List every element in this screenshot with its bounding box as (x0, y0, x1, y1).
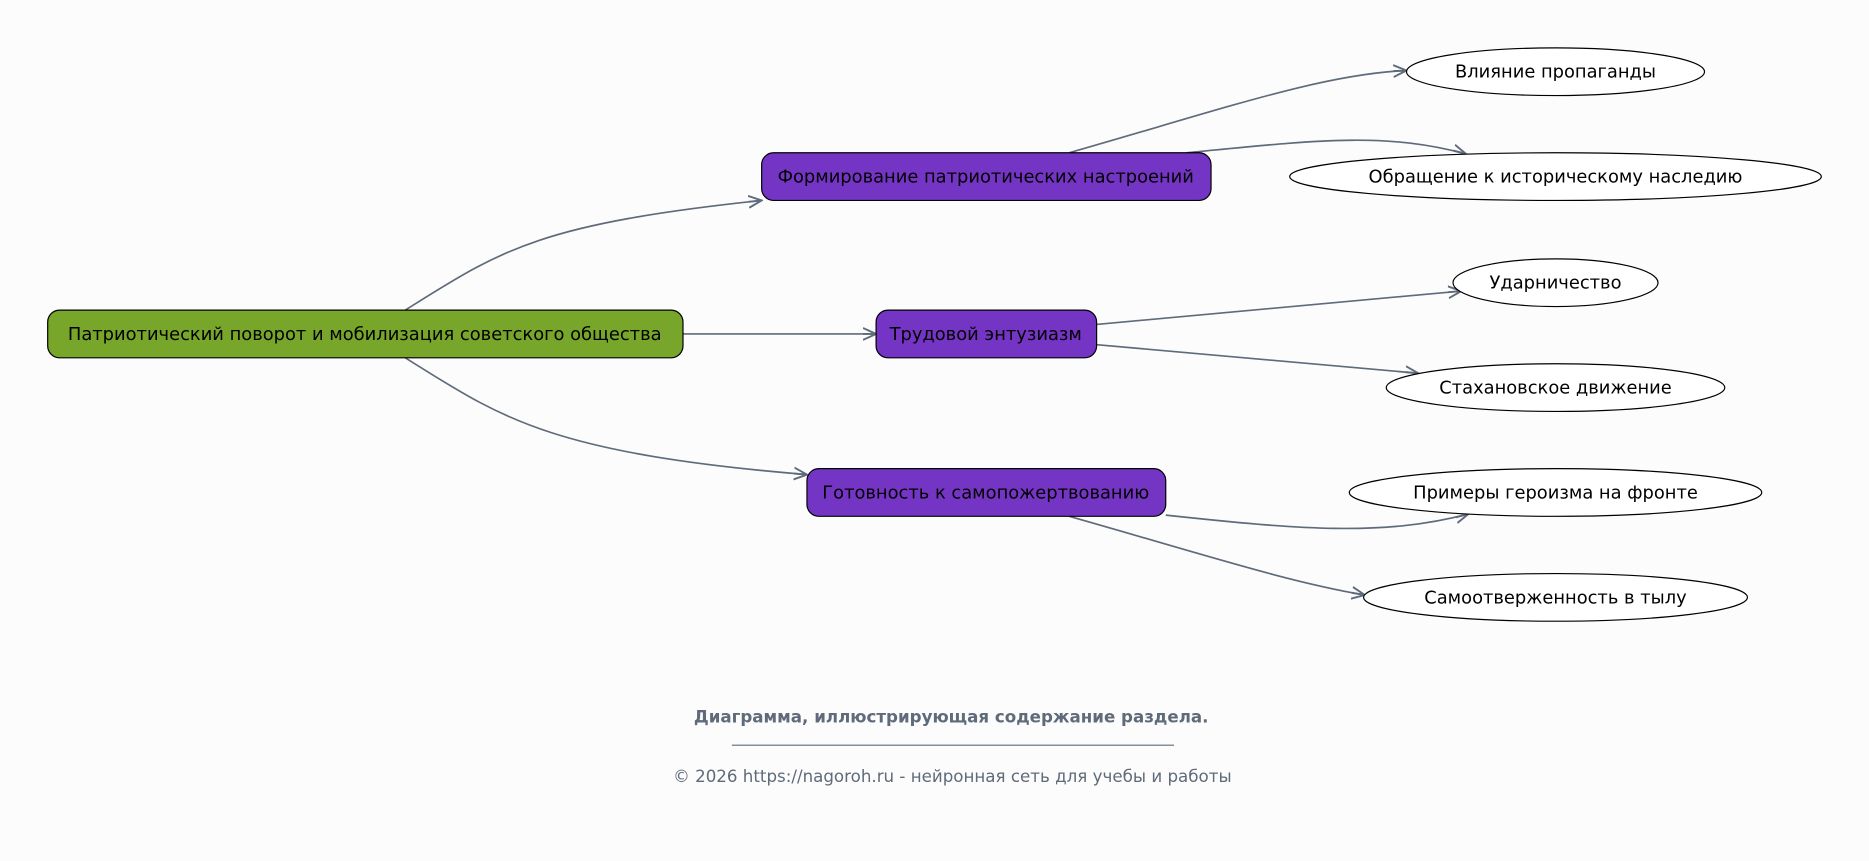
leaf-label: Обращение к историческому наследию (1369, 167, 1743, 188)
root-node[interactable]: Патриотический поворот и мобилизация сов… (47, 309, 684, 359)
leaf-node[interactable]: Самоотверженность в тылу (1363, 572, 1749, 622)
leaf-node[interactable]: Примеры героизма на фронте (1348, 468, 1763, 517)
branch-label: Трудовой энтузиазм (889, 324, 1082, 345)
leaf-node[interactable]: Ударничество (1452, 258, 1659, 308)
copyright-text: © 2026 https://nagoroh.ru - нейронная се… (673, 767, 1232, 786)
branch-node-patriotic[interactable]: Формирование патриотических настроений (761, 152, 1212, 202)
edge-root-to-sacrifice (404, 357, 807, 475)
leaf-label: Ударничество (1490, 273, 1622, 294)
branch-label: Готовность к самопожертвованию (822, 482, 1149, 503)
edge-patriotic-to-propaganda (1068, 71, 1406, 154)
leaf-node[interactable]: Обращение к историческому наследию (1289, 152, 1822, 202)
edge-sacrifice-to-heroism (1165, 514, 1469, 530)
edge-labor-to-udarnichestvo (1096, 291, 1462, 326)
leaf-label: Самоотверженность в тылу (1424, 587, 1687, 608)
leaf-node[interactable]: Стахановское движение (1385, 363, 1726, 413)
branch-label: Формирование патриотических настроений (778, 167, 1194, 188)
leaf-node[interactable]: Влияние пропаганды (1405, 47, 1706, 97)
branch-node-labor[interactable]: Трудовой энтузиазм (875, 309, 1098, 359)
edge-labor-to-stakhanov (1096, 343, 1419, 374)
leaf-label: Стахановское движение (1439, 378, 1672, 399)
root-label: Патриотический поворот и мобилизация сов… (68, 324, 662, 345)
edge-root-to-patriotic (404, 200, 761, 311)
edge-patriotic-to-heritage (1185, 139, 1466, 154)
diagram-caption: Диаграмма, иллюстрирующая содержание раз… (694, 708, 1209, 727)
leaf-label: Примеры героизма на фронте (1413, 482, 1698, 503)
branch-node-sacrifice[interactable]: Готовность к самопожертвованию (806, 468, 1167, 517)
leaf-label: Влияние пропаганды (1455, 62, 1656, 83)
edge-sacrifice-to-rear (1068, 515, 1365, 595)
